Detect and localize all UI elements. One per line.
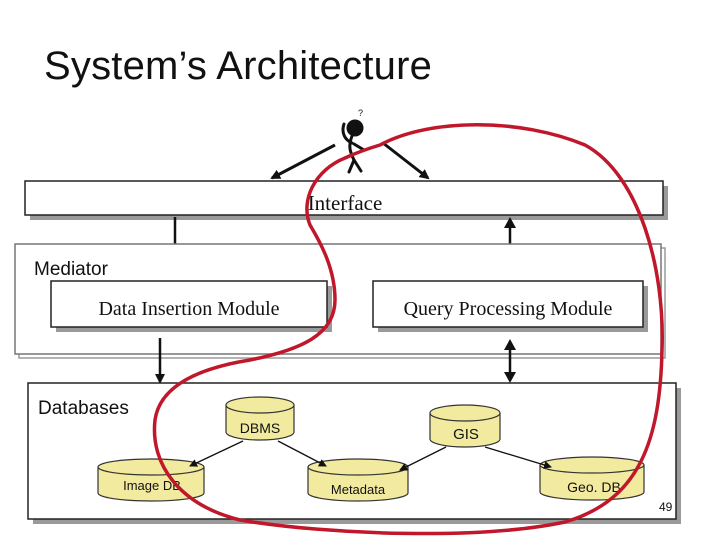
geo-db-label: Geo. DB — [567, 479, 621, 495]
metadata-label: Metadata — [331, 482, 386, 497]
query-processing-module-box: Query Processing Module — [372, 280, 648, 332]
user-to-interface-left-arrow — [270, 143, 336, 180]
gis-to-geo-db-arrow — [484, 446, 552, 469]
gis-to-metadata-arrow — [399, 446, 447, 471]
mediator-label: Mediator — [34, 259, 109, 280]
interface-box: Interface — [24, 180, 668, 220]
gis-cylinder: GIS — [429, 404, 501, 448]
image-db-label: Image DB — [123, 478, 181, 493]
annotation-loop — [152, 123, 664, 536]
dbms-label: DBMS — [240, 420, 280, 436]
image-db-cylinder: Image DB — [97, 458, 205, 502]
slide-title: System’s Architecture — [44, 44, 433, 88]
dbms-to-image-db-arrow — [189, 440, 244, 467]
databases-box: Databases — [27, 382, 681, 524]
user-to-interface-right-arrow — [382, 141, 430, 180]
svg-text:?: ? — [358, 108, 363, 118]
dbms-to-metadata-arrow — [277, 440, 327, 467]
confused-user-icon: ? — [341, 108, 366, 174]
page-number: 49 — [659, 500, 673, 514]
dbms-cylinder: DBMS — [225, 396, 295, 441]
query-databases-bidirectional-arrow — [504, 339, 516, 383]
query-processing-label: Query Processing Module — [404, 298, 613, 320]
data-insertion-module-box: Data Insertion Module — [50, 280, 332, 332]
gis-label: GIS — [453, 426, 479, 443]
databases-label: Databases — [38, 398, 129, 419]
data-insertion-label: Data Insertion Module — [98, 298, 279, 320]
interface-label: Interface — [308, 191, 383, 215]
metadata-cylinder: Metadata — [307, 458, 409, 502]
